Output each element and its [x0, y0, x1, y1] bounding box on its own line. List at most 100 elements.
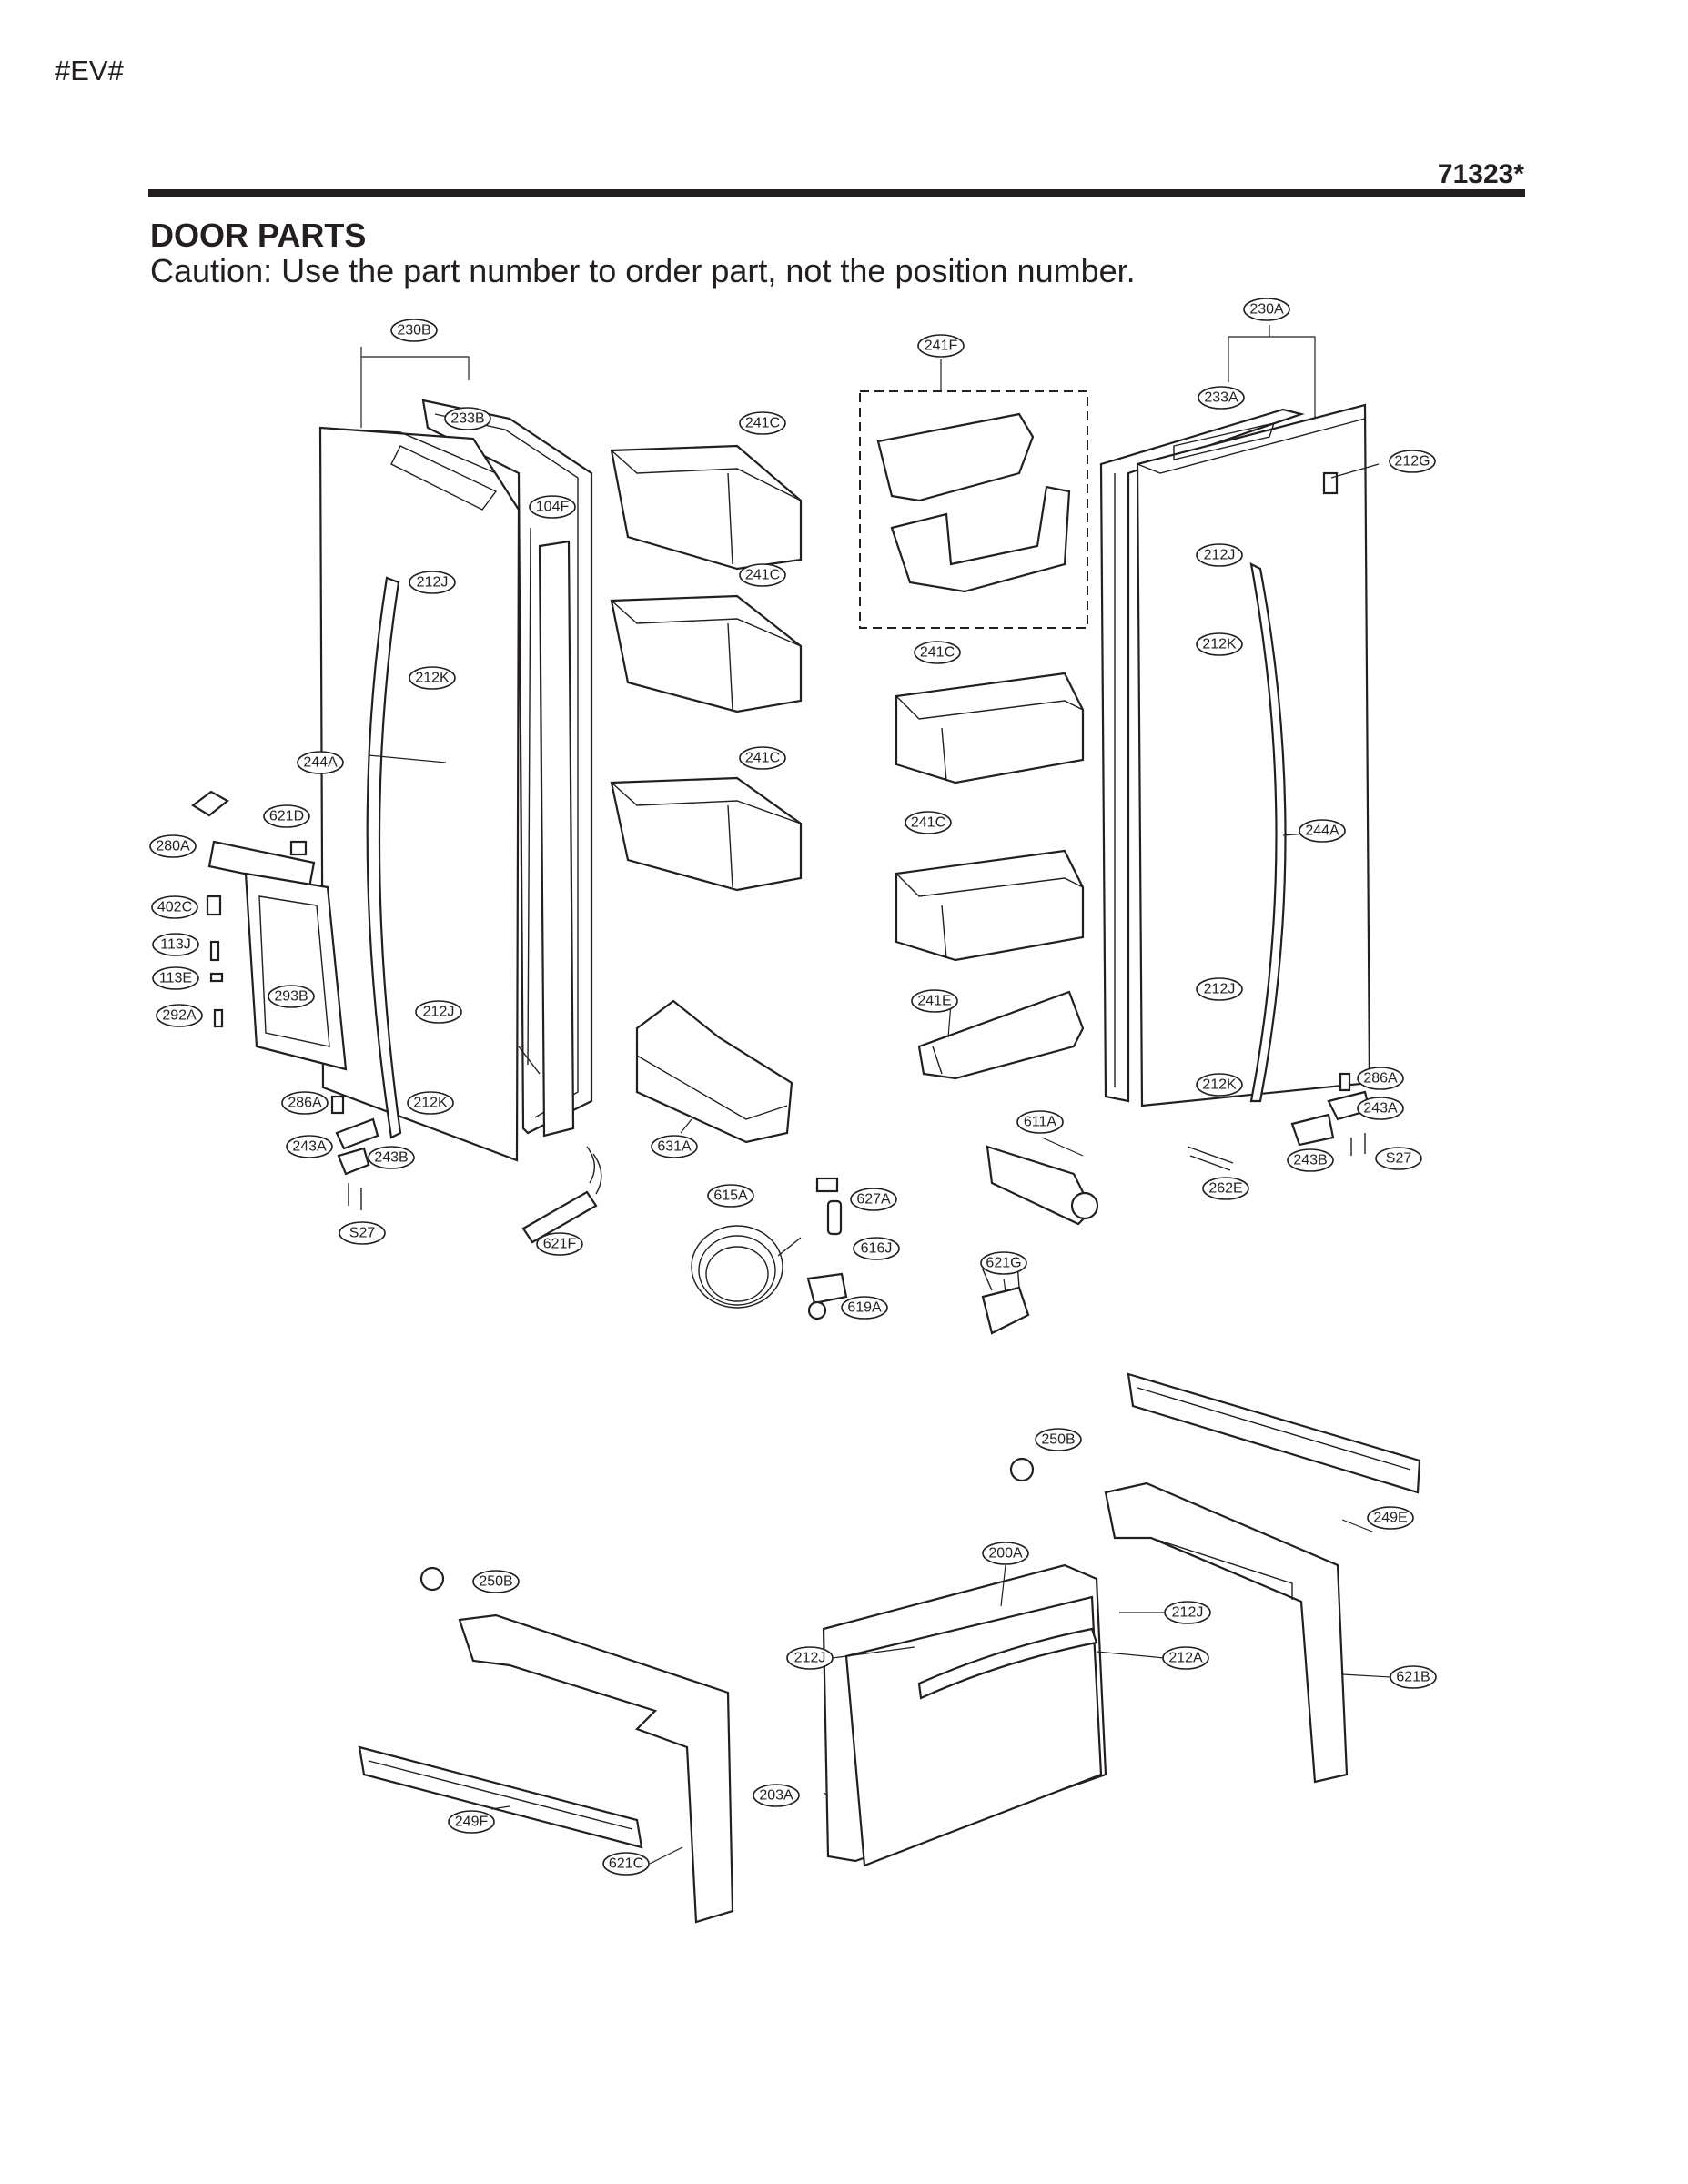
svg-text:615A: 615A [713, 1188, 748, 1204]
callout-241C-1: 241C [739, 411, 786, 435]
callout-212J-e: 212J [1164, 1601, 1211, 1624]
callout-402C: 402C [151, 895, 198, 919]
svg-text:212A: 212A [1168, 1651, 1203, 1666]
svg-text:286A: 286A [288, 1096, 322, 1111]
svg-text:233A: 233A [1204, 390, 1238, 406]
callout-244A-a: 244A [297, 751, 344, 774]
callout-212K-c: 212K [1196, 632, 1243, 656]
callout-293B: 293B [268, 985, 315, 1008]
callout-615A: 615A [707, 1184, 754, 1208]
svg-text:212J: 212J [417, 575, 449, 591]
ice-chute [635, 999, 793, 1144]
callout-243A-b: 243A [1357, 1097, 1404, 1120]
callout-249E: 249E [1367, 1506, 1414, 1530]
svg-text:241C: 241C [745, 568, 780, 583]
svg-text:286A: 286A [1363, 1071, 1398, 1087]
door-bin-3 [610, 776, 803, 892]
slide-rail-left [358, 1745, 643, 1849]
caution-note: Caution: Use the part number to order pa… [150, 252, 1136, 289]
svg-text:241F: 241F [925, 339, 958, 354]
callout-212K-b: 212K [407, 1091, 454, 1115]
svg-text:243A: 243A [1363, 1101, 1398, 1117]
svg-text:621D: 621D [269, 809, 304, 824]
callout-631A: 631A [651, 1135, 698, 1158]
small-water-parts [806, 1177, 848, 1320]
callout-212G: 212G [1389, 450, 1436, 473]
callout-621D: 621D [263, 804, 310, 828]
door-bin-5 [895, 849, 1085, 962]
callout-241F: 241F [917, 334, 965, 358]
leader-lines [360, 325, 1391, 1865]
svg-text:230B: 230B [397, 323, 430, 339]
section-title: DOOR PARTS [150, 217, 367, 254]
callout-212A: 212A [1162, 1646, 1209, 1670]
callout-241C-4: 241C [914, 641, 961, 664]
svg-text:621B: 621B [1396, 1670, 1430, 1685]
svg-text:200A: 200A [988, 1546, 1023, 1562]
svg-text:212J: 212J [1204, 548, 1236, 563]
callout-250B-b: 250B [472, 1570, 520, 1593]
svg-text:241E: 241E [917, 994, 951, 1009]
svg-text:621G: 621G [986, 1256, 1021, 1271]
model-number: 71323* [1437, 159, 1524, 189]
svg-text:212J: 212J [1172, 1605, 1204, 1621]
callout-233B: 233B [444, 407, 491, 430]
callout-S27-b: S27 [1375, 1147, 1422, 1170]
right-door-gasket [1099, 408, 1305, 1103]
svg-text:212K: 212K [1202, 1077, 1237, 1093]
callout-249F: 249F [448, 1810, 495, 1834]
callout-243B-a: 243B [368, 1146, 415, 1169]
callout-621B: 621B [1390, 1665, 1437, 1689]
left-hinge-parts [330, 1095, 379, 1210]
callout-621G: 621G [980, 1251, 1027, 1275]
callout-233A: 233A [1198, 386, 1245, 410]
svg-text:212K: 212K [415, 671, 450, 686]
svg-text:113E: 113E [159, 971, 192, 986]
door-bin-4 [895, 672, 1085, 784]
svg-text:241C: 241C [745, 751, 780, 766]
svg-text:280A: 280A [156, 839, 190, 854]
gear-parts [419, 1457, 1035, 1592]
svg-text:292A: 292A [162, 1008, 197, 1024]
callout-621C: 621C [602, 1852, 650, 1876]
door-bin-2 [610, 594, 803, 713]
svg-text:611A: 611A [1024, 1115, 1057, 1130]
left-door-side-strip [518, 527, 575, 1138]
callout-203A: 203A [753, 1784, 800, 1807]
svg-text:S27: S27 [349, 1226, 376, 1241]
water-tube-coil [691, 1225, 802, 1309]
svg-text:402C: 402C [157, 900, 192, 915]
callout-262E: 262E [1202, 1177, 1249, 1200]
callout-230A: 230A [1243, 298, 1290, 321]
callout-113E: 113E [152, 966, 199, 990]
svg-text:212K: 212K [1202, 637, 1237, 652]
callout-286A-a: 286A [281, 1091, 329, 1115]
page-code: #EV# [55, 55, 124, 86]
svg-text:203A: 203A [759, 1788, 793, 1804]
svg-text:244A: 244A [303, 755, 338, 771]
svg-text:212G: 212G [1394, 454, 1430, 470]
door-bin-1 [610, 444, 803, 571]
svg-text:233B: 233B [450, 411, 484, 427]
callout-241C-5: 241C [905, 811, 952, 834]
svg-text:241C: 241C [920, 645, 955, 661]
water-filter-housing [986, 1145, 1099, 1226]
callout-212J-c: 212J [1196, 543, 1243, 567]
callout-619A: 619A [841, 1296, 888, 1320]
header-rule [148, 189, 1525, 197]
callout-212K-a: 212K [409, 666, 456, 690]
svg-text:619A: 619A [847, 1300, 882, 1316]
callout-200A: 200A [982, 1542, 1029, 1565]
left-door-panel [318, 426, 521, 1162]
svg-text:212K: 212K [413, 1096, 448, 1111]
svg-text:S27: S27 [1386, 1151, 1412, 1167]
callout-S27-a: S27 [339, 1221, 386, 1245]
svg-text:212J: 212J [423, 1005, 455, 1020]
callout-241C-2: 241C [739, 563, 786, 587]
callout-230B: 230B [390, 318, 438, 342]
svg-text:113J: 113J [160, 937, 191, 953]
svg-text:212J: 212J [1204, 982, 1236, 997]
callout-244A-b: 244A [1299, 819, 1346, 843]
svg-text:293B: 293B [274, 989, 308, 1005]
callout-280A: 280A [149, 834, 197, 858]
